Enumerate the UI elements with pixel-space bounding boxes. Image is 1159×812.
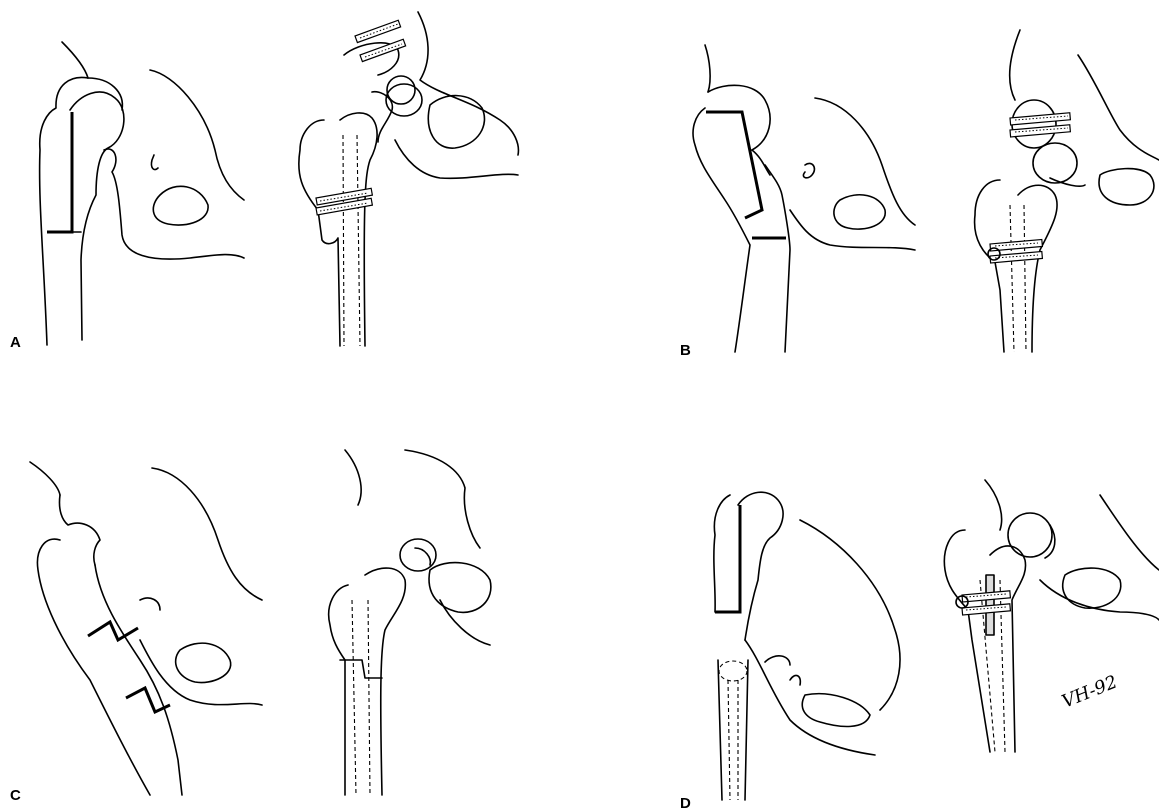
panel-label-b: B (680, 342, 691, 359)
panel-a: A (10, 12, 518, 351)
panel-d-postop-drawing (944, 480, 1159, 752)
panel-label-a: A (10, 334, 21, 351)
panel-b: B (680, 30, 1159, 359)
panel-label-d: D (680, 795, 691, 812)
panel-b-preop-drawing (693, 45, 915, 352)
panel-c-postop-drawing (329, 450, 491, 795)
panel-c-preop-drawing (30, 462, 262, 795)
artist-signature: VH-92 (1059, 672, 1120, 713)
panel-d: D VH-92 (680, 480, 1159, 812)
panel-c: C (10, 450, 491, 804)
panel-d-preop-drawing (714, 492, 900, 800)
panel-label-c: C (10, 787, 21, 804)
panel-b-postop-drawing (975, 30, 1159, 352)
panel-a-preop-drawing (40, 42, 244, 345)
panel-a-postop-drawing (299, 12, 519, 346)
